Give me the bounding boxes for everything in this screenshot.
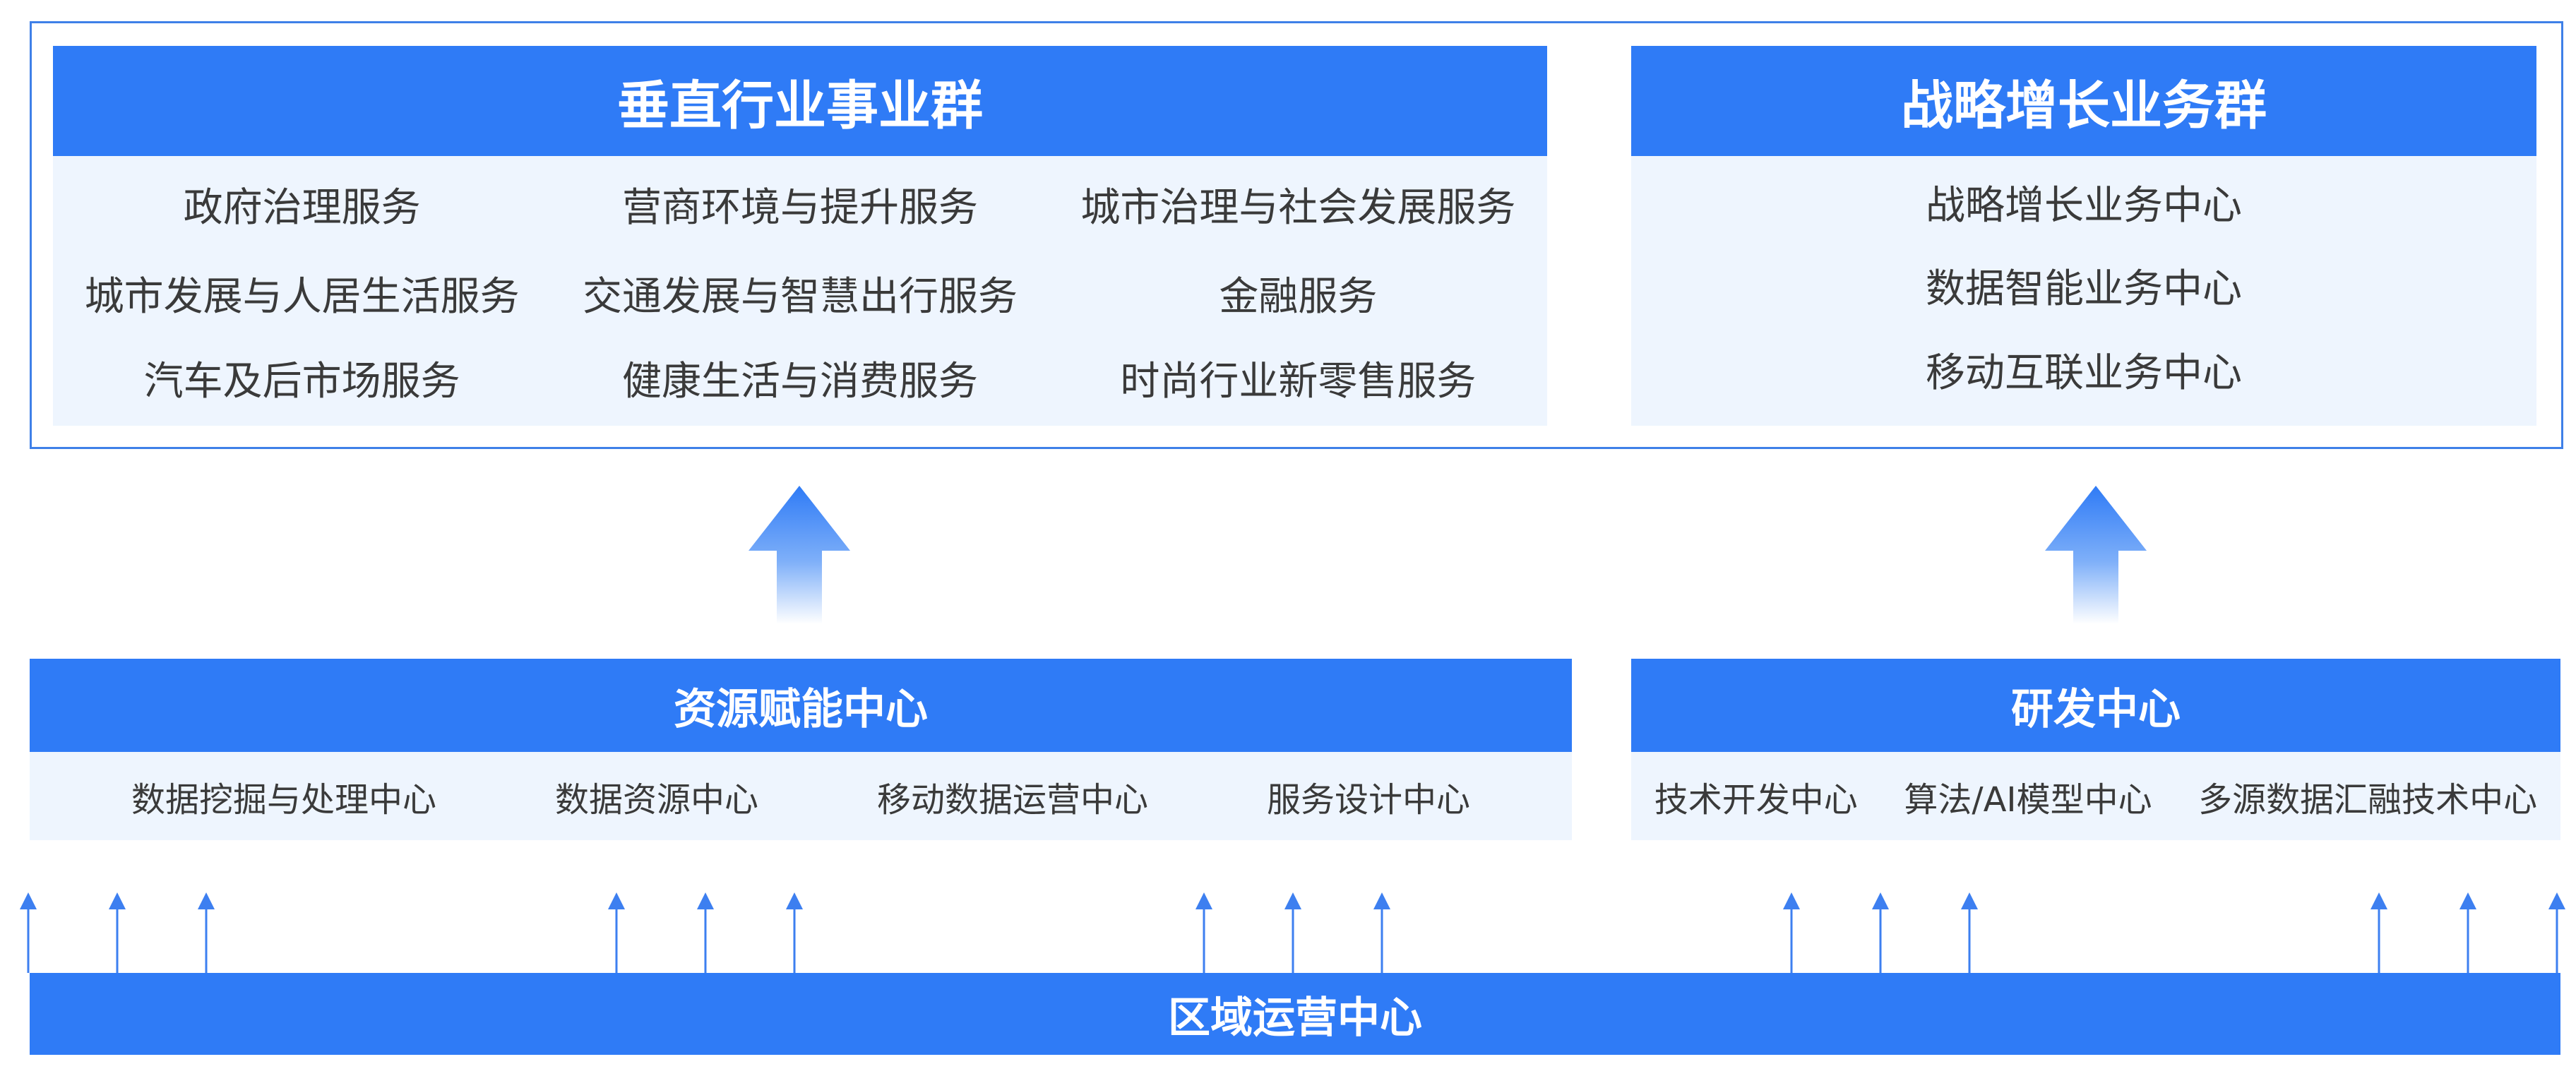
connector-arrows bbox=[20, 892, 2565, 973]
resource-center-item: 数据资源中心 bbox=[554, 779, 758, 820]
resource-center-header: 资源赋能中心 bbox=[30, 659, 1572, 752]
strategic-group-title: 战略增长业务群 bbox=[1901, 75, 2267, 136]
vertical-group-header: 垂直行业事业群 bbox=[53, 46, 1547, 156]
strategic-group-item: 战略增长业务中心 bbox=[1926, 182, 2242, 229]
strategic-group-item: 数据智能业务中心 bbox=[1926, 266, 2242, 313]
vertical-group-item: 时尚行业新零售服务 bbox=[1120, 358, 1477, 405]
connector-arrowhead-icon bbox=[608, 892, 625, 909]
connector-arrowhead-icon bbox=[1872, 892, 1889, 909]
connector-arrowhead-icon bbox=[786, 892, 803, 909]
connector-arrowhead-icon bbox=[109, 892, 126, 909]
connector-arrowhead-icon bbox=[20, 892, 37, 909]
vertical-group-item: 城市治理与社会发展服务 bbox=[1080, 185, 1516, 231]
connector-arrowhead-icon bbox=[2548, 892, 2565, 909]
connector-arrowhead-icon bbox=[1195, 892, 1212, 909]
connector-arrowhead-icon bbox=[2459, 892, 2476, 909]
connector-arrowhead-icon bbox=[2371, 892, 2387, 909]
vertical-group-item: 营商环境与提升服务 bbox=[621, 185, 978, 231]
resource-center-title: 资源赋能中心 bbox=[674, 684, 928, 734]
connector-arrowhead-icon bbox=[1373, 892, 1390, 909]
rd-center-item: 算法/AI模型中心 bbox=[1904, 779, 2152, 820]
up-arrow-icon bbox=[749, 486, 850, 624]
resource-center-body: 数据挖掘与处理中心 数据资源中心 移动数据运营中心 服务设计中心 bbox=[30, 752, 1572, 840]
vertical-group-item: 政府治理服务 bbox=[183, 185, 421, 231]
vertical-group-item: 健康生活与消费服务 bbox=[621, 358, 978, 405]
resource-center-item: 移动数据运营中心 bbox=[876, 779, 1148, 820]
vertical-group-body: 政府治理服务 营商环境与提升服务 城市治理与社会发展服务 城市发展与人居生活服务… bbox=[53, 156, 1547, 426]
connector-arrowhead-icon bbox=[697, 892, 714, 909]
rd-center-item: 技术开发中心 bbox=[1654, 779, 1858, 820]
strategic-group-header: 战略增长业务群 bbox=[1631, 46, 2536, 156]
vertical-group-item: 汽车及后市场服务 bbox=[143, 358, 460, 405]
rd-center-body: 技术开发中心 算法/AI模型中心 多源数据汇融技术中心 bbox=[1631, 752, 2560, 840]
strategic-group-item: 移动互联业务中心 bbox=[1926, 350, 2242, 397]
rd-center-item: 多源数据汇融技术中心 bbox=[2198, 779, 2538, 820]
connector-arrowhead-icon bbox=[1961, 892, 1978, 909]
resource-center-item: 数据挖掘与处理中心 bbox=[131, 779, 436, 820]
strategic-group-body: 战略增长业务中心 数据智能业务中心 移动互联业务中心 bbox=[1631, 156, 2536, 426]
regional-center-bar: 区域运营中心 bbox=[30, 973, 2560, 1055]
vertical-group-item: 金融服务 bbox=[1219, 274, 1378, 320]
connector-arrowhead-icon bbox=[1783, 892, 1800, 909]
top-groups-frame bbox=[30, 21, 2563, 449]
vertical-group-item: 城市发展与人居生活服务 bbox=[84, 274, 520, 320]
connector-arrowhead-icon bbox=[1284, 892, 1301, 909]
vertical-group-title: 垂直行业事业群 bbox=[617, 75, 983, 136]
rd-center-header: 研发中心 bbox=[1631, 659, 2560, 752]
resource-center-item: 服务设计中心 bbox=[1266, 779, 1470, 820]
connector-arrowhead-icon bbox=[198, 892, 215, 909]
rd-center-title: 研发中心 bbox=[2011, 684, 2181, 734]
regional-center-title: 区域运营中心 bbox=[1168, 993, 1422, 1043]
vertical-group-item: 交通发展与智慧出行服务 bbox=[582, 274, 1018, 320]
up-arrow-icon bbox=[2045, 486, 2147, 624]
